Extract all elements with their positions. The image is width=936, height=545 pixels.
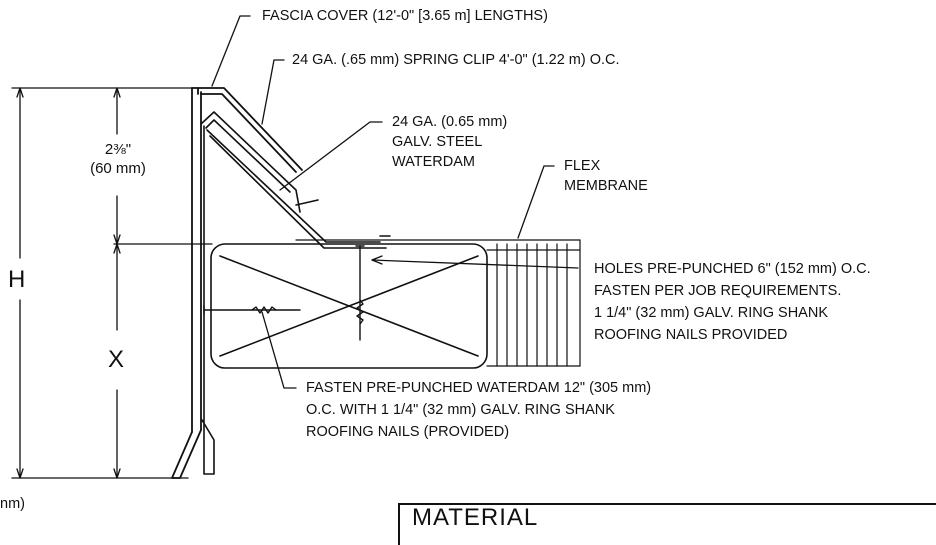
dimension-lines	[11, 87, 213, 479]
fascia-cover-label: FASCIA COVER (12'-0" [3.65 m] LENGTHS)	[262, 8, 548, 24]
fascia-cover	[171, 87, 303, 479]
height-h-label: H	[8, 266, 26, 293]
roofing-nails	[203, 245, 365, 341]
holes-label: HOLES PRE-PUNCHED 6" (152 mm) O.C. FASTE…	[594, 261, 871, 343]
waterdam	[201, 125, 391, 475]
edge-detail-drawing	[11, 15, 581, 479]
flex-membrane	[295, 239, 581, 367]
waterdam-label: 24 GA. (0.65 mm) GALV. STEEL WATERDAM	[392, 114, 508, 170]
flex-membrane-label: FLEX MEMBRANE	[564, 158, 648, 194]
spring-clip-label: 24 GA. (.65 mm) SPRING CLIP 4'-0" (1.22 …	[292, 52, 620, 68]
fasten-waterdam-label: FASTEN PRE-PUNCHED WATERDAM 12" (305 mm)…	[306, 380, 652, 440]
height-x-label: X	[108, 346, 125, 373]
spring-clip	[200, 111, 319, 213]
leader-lines	[211, 15, 579, 389]
clipped-dimension-text: nm)	[0, 496, 25, 512]
cover-height-label: 2⅜" (60 mm)	[90, 141, 146, 177]
title-block-heading: MATERIAL	[412, 504, 539, 531]
wood-nailer	[210, 243, 488, 369]
